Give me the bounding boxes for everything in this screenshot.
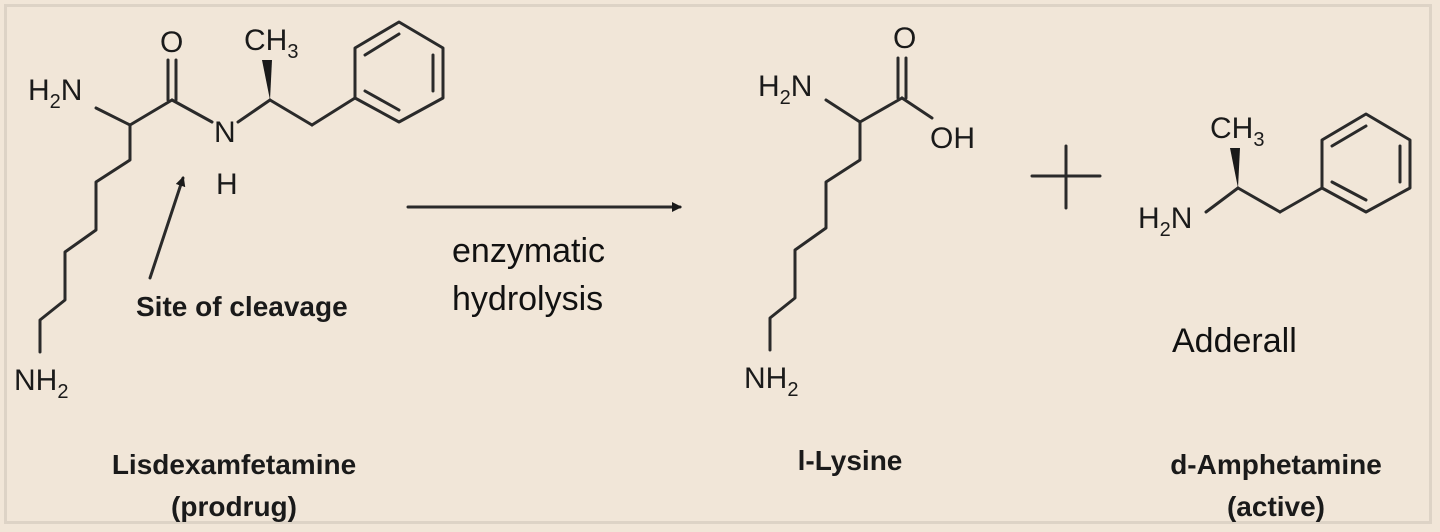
amphetamine-structure: CH3 H2N <box>1138 112 1412 241</box>
lisdex-ring-inner-bond-1 <box>363 32 401 57</box>
amphetamine-name: d-Amphetamine <box>1170 449 1382 480</box>
amph-chiral-ch2-bond <box>1236 186 1282 214</box>
lisdexamfetamine-structure: O H2N CH3 N H NH2 <box>14 20 445 403</box>
lysine-hydroxyl-label: OH <box>930 122 975 155</box>
lisdex-amine-label: H2N <box>28 74 82 113</box>
lisdex-wedge-bond <box>262 60 272 100</box>
plus-sign <box>1030 144 1102 210</box>
cleavage-site-arrow <box>148 176 186 280</box>
adderall-label: Adderall <box>1172 322 1297 360</box>
amph-amine-label: H2N <box>1138 202 1192 241</box>
amph-n-chiral-bond <box>1204 186 1240 214</box>
reaction-condition-line1: enzymatic <box>452 232 605 270</box>
amph-benzene-ring <box>1320 112 1412 214</box>
lisdex-ch2-ring-bond <box>310 96 357 127</box>
lisdexamfetamine-subtitle: (prodrug) <box>171 491 297 522</box>
reaction-condition-line2: hydrolysis <box>452 280 603 318</box>
lysine-ca-carboxyl-bond <box>858 96 904 124</box>
lisdex-benzene-ring <box>353 20 445 124</box>
lisdex-carbonyl-oxygen: O <box>160 26 183 59</box>
lisdex-amide-nitrogen: N <box>214 116 236 149</box>
lisdex-amide-hydrogen: H <box>216 168 238 201</box>
lisdex-n-chiral-bond <box>236 98 272 124</box>
amphetamine-subtitle: (active) <box>1227 491 1325 522</box>
amph-ring-inner-bond-3 <box>1330 180 1368 202</box>
lysine-structure: O OH H2N NH2 <box>744 22 975 401</box>
lisdex-ring-inner-bond-3 <box>363 89 401 112</box>
lysine-carbonyl-oxygen: O <box>893 22 916 55</box>
lisdex-terminal-amine: NH2 <box>14 364 68 403</box>
lisdexamfetamine-name: Lisdexamfetamine <box>112 449 356 480</box>
lysine-c-oh-bond <box>900 96 934 120</box>
lisdex-ca-carbonyl-bond <box>128 98 174 127</box>
lysine-terminal-amine: NH2 <box>744 362 798 401</box>
lisdex-methyl-label: CH3 <box>244 24 298 63</box>
amph-ch2-ring-bond <box>1278 186 1324 214</box>
amph-methyl-label: CH3 <box>1210 112 1264 151</box>
lisdex-chiral-ch2-bond <box>268 98 314 127</box>
lisdex-lysine-chain <box>38 106 132 354</box>
site-of-cleavage-label: Site of cleavage <box>136 291 348 322</box>
amph-ring-inner-bond-1 <box>1330 124 1368 148</box>
diagram-frame <box>4 4 1432 524</box>
lysine-amine-label: H2N <box>758 70 812 109</box>
amph-wedge-bond <box>1230 148 1240 188</box>
lysine-chain <box>768 98 862 352</box>
lysine-name: l-Lysine <box>798 445 903 476</box>
lisdex-amide-bond <box>170 98 214 124</box>
